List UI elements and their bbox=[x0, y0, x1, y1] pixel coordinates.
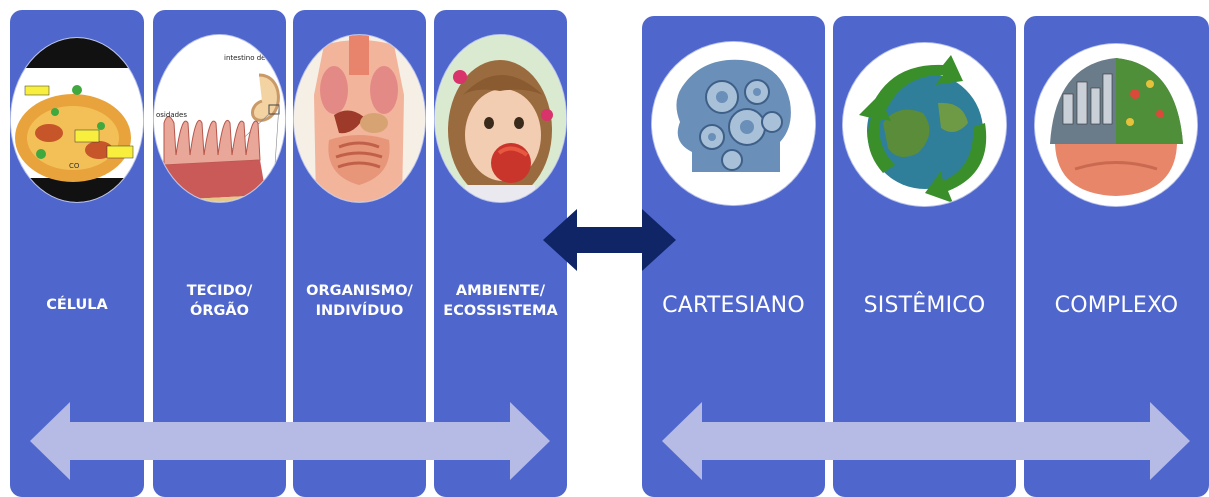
label-tecido-orgao: TECIDO/ ÓRGÃO bbox=[186, 283, 253, 319]
tissue-image-label: intestino delgado bbox=[224, 54, 285, 62]
label-sistemico: SISTÊMICO bbox=[863, 293, 986, 318]
recycling-globe-image bbox=[843, 43, 1006, 206]
tissue-organ-image: intestino delgado osidades bbox=[154, 35, 285, 202]
label-organismo-individuo: ORGANISMO/ INDIVÍDUO bbox=[306, 283, 413, 319]
cell-diagram-image: CO bbox=[11, 38, 143, 202]
label-celula: CÉLULA bbox=[46, 297, 108, 313]
right-double-arrow bbox=[662, 402, 1190, 480]
label-cartesiano: CARTESIANO bbox=[662, 293, 805, 318]
svg-text:CO: CO bbox=[69, 162, 80, 170]
label-complexo: COMPLEXO bbox=[1054, 293, 1179, 318]
tissue-image-label-2: osidades bbox=[156, 111, 187, 119]
city-nature-brain-image bbox=[1035, 44, 1197, 206]
human-anatomy-image bbox=[294, 35, 425, 202]
label-ambiente-ecossistema: AMBIENTE/ ECOSSISTEMA bbox=[443, 283, 558, 319]
gear-head-image bbox=[652, 42, 815, 205]
left-double-arrow bbox=[30, 402, 550, 480]
center-double-arrow bbox=[543, 209, 676, 271]
girl-eating-apple-image bbox=[435, 35, 566, 202]
